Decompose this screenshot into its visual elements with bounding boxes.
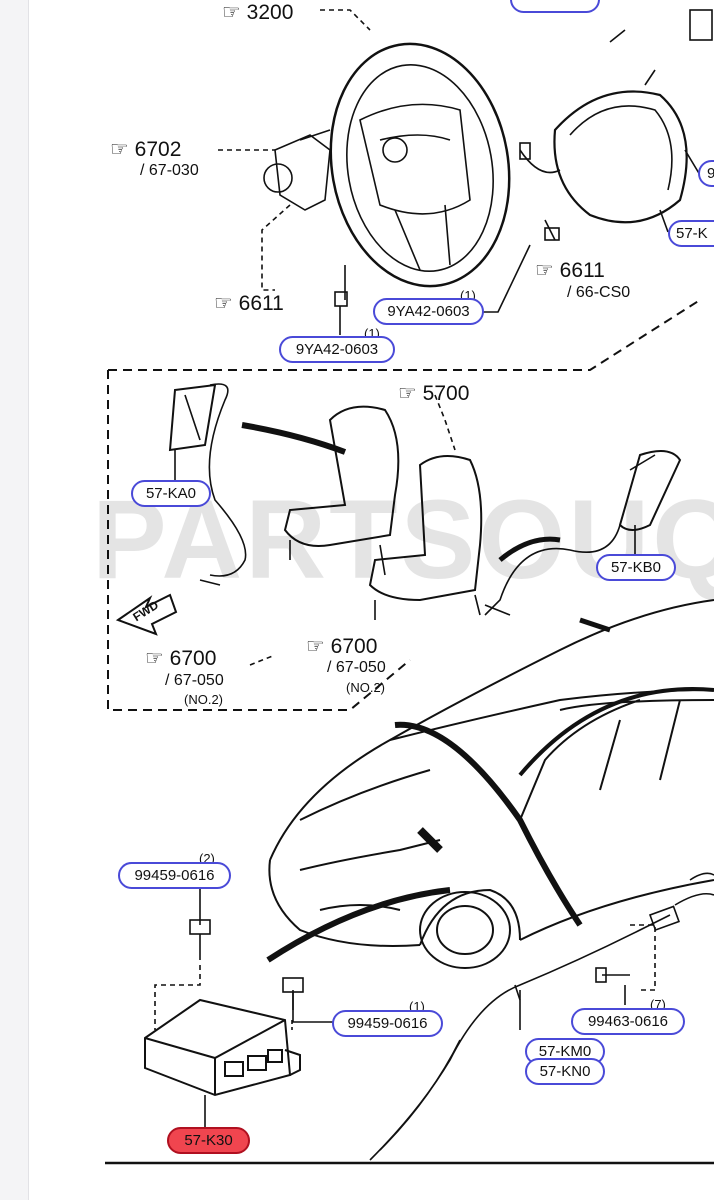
steering-wheel-drawing bbox=[329, 42, 511, 288]
ref-6611-left[interactable]: ☞ 6611 bbox=[214, 292, 284, 315]
ref-6700-left-sub: / 67-050 bbox=[165, 672, 224, 689]
ref-3200[interactable]: ☞ 3200 bbox=[222, 1, 294, 24]
part-pill-99459-0616-a[interactable]: 99459-0616 bbox=[118, 862, 231, 889]
ref-6611-right-text: 6611 bbox=[559, 259, 605, 282]
ref-3200-text: 3200 bbox=[246, 1, 294, 24]
divider-mid bbox=[107, 370, 411, 711]
screws-top bbox=[334, 9, 713, 307]
ref-6702-sub: / 67-030 bbox=[140, 162, 199, 179]
ref-6611-right-sub: / 66-CS0 bbox=[567, 284, 631, 301]
sas-control-unit-drawing bbox=[144, 998, 301, 1097]
ref-6702[interactable]: ☞ 6702 bbox=[110, 138, 182, 161]
ref-6700-left-note: (NO.2) bbox=[184, 692, 223, 707]
ref-6700-mid-sub: / 67-050 bbox=[327, 659, 386, 676]
part-pill-57-k30-selected[interactable]: 57-K30 bbox=[167, 1127, 250, 1154]
ref-6700-left-text: 6700 bbox=[169, 647, 217, 670]
part-pill-57-ka0[interactable]: 57-KA0 bbox=[131, 480, 211, 507]
divider-top bbox=[108, 299, 701, 371]
part-pill-9ya42-0603-b[interactable]: 9YA42-0603 bbox=[373, 298, 484, 325]
ref-5700-text: 5700 bbox=[422, 382, 470, 405]
part-pill-57-kb0[interactable]: 57-KB0 bbox=[596, 554, 676, 581]
ref-6700-mid[interactable]: ☞ 6700 bbox=[306, 635, 378, 658]
ref-6611-left-text: 6611 bbox=[238, 292, 284, 315]
combo-switch-drawing bbox=[263, 129, 331, 211]
ref-6611-right[interactable]: ☞ 6611 bbox=[535, 259, 605, 282]
part-pill-99459-0616-b[interactable]: 99459-0616 bbox=[332, 1010, 443, 1037]
front-seats-drawing bbox=[283, 405, 561, 620]
driver-airbag-drawing bbox=[519, 90, 688, 224]
seat-airbag-left-drawing bbox=[168, 383, 247, 586]
curtain-airbag-front bbox=[394, 721, 583, 927]
part-pill-cut-9[interactable]: 9 bbox=[698, 160, 714, 187]
fwd-arrow-icon bbox=[115, 593, 178, 636]
ref-6702-text: 6702 bbox=[134, 138, 182, 161]
curtain-inflator-drawing bbox=[369, 872, 714, 1161]
part-pill-9ya42-0603-a[interactable]: 9YA42-0603 bbox=[279, 336, 395, 363]
part-pill-57-k-cut[interactable]: 57-K bbox=[668, 220, 714, 247]
ref-6700-left[interactable]: ☞ 6700 bbox=[145, 647, 217, 670]
ref-5700[interactable]: ☞ 5700 bbox=[398, 382, 470, 405]
part-pill-57-kn0[interactable]: 57-KN0 bbox=[525, 1058, 605, 1085]
left-scrollbar[interactable] bbox=[0, 0, 29, 1200]
ref-6700-mid-note: (NO.2) bbox=[346, 680, 385, 695]
part-pill-99463-0616[interactable]: 99463-0616 bbox=[571, 1008, 685, 1035]
part-pill-top-cut[interactable] bbox=[510, 0, 600, 13]
ref-6700-mid-text: 6700 bbox=[330, 635, 378, 658]
